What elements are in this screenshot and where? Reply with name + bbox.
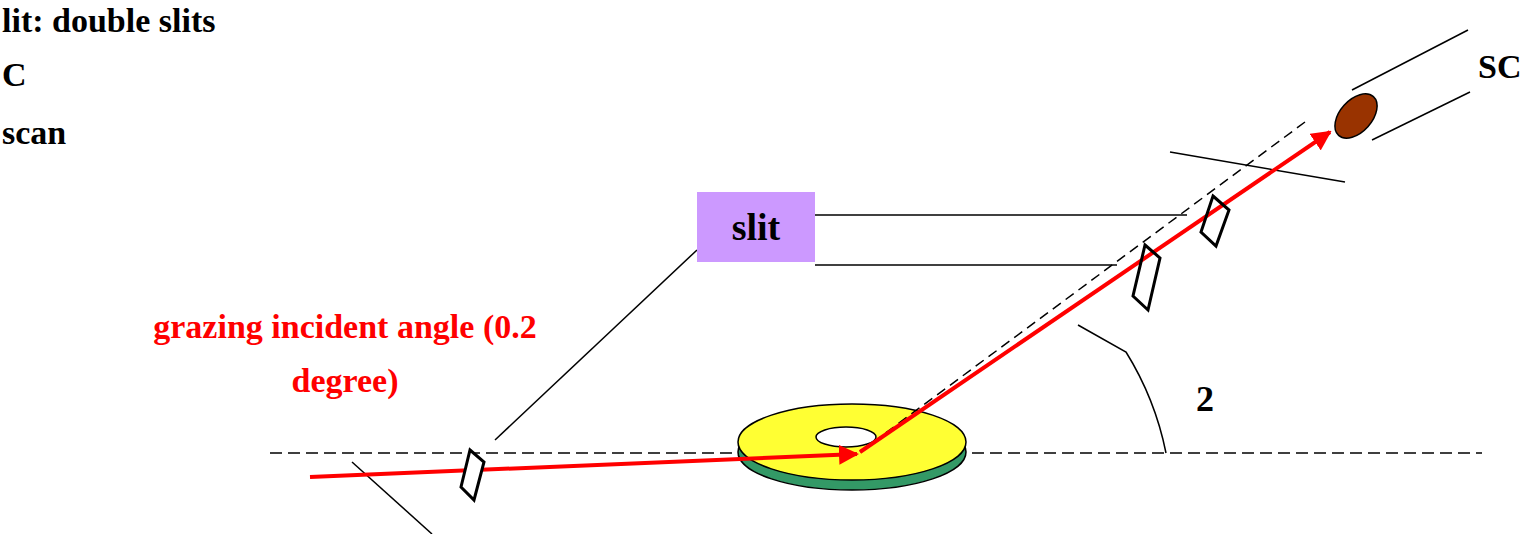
specular-line (860, 122, 1305, 452)
angle-arc (1078, 325, 1166, 453)
slit-symbol (1133, 245, 1160, 310)
leader-line (815, 214, 1187, 216)
sample-disk (738, 404, 966, 490)
heading-fragment: scan (2, 114, 202, 151)
angle-label: grazing incident angle (0.2 degree) (145, 300, 545, 409)
heading-fragment: lit: double slits (2, 2, 402, 39)
incident-beam (310, 454, 857, 477)
slit-symbol (461, 450, 484, 500)
heading-fragment: C (2, 56, 202, 93)
slit-box: slit (697, 192, 815, 262)
guide-line (1170, 152, 1345, 182)
detector-label: SC (1478, 48, 1535, 85)
angle-symbol: 2 (1196, 380, 1236, 420)
detector (1327, 30, 1470, 146)
reflected-beam (860, 132, 1330, 452)
slit-symbol (1201, 196, 1229, 246)
box-label: slit (732, 205, 781, 249)
leader-line (815, 264, 1117, 266)
